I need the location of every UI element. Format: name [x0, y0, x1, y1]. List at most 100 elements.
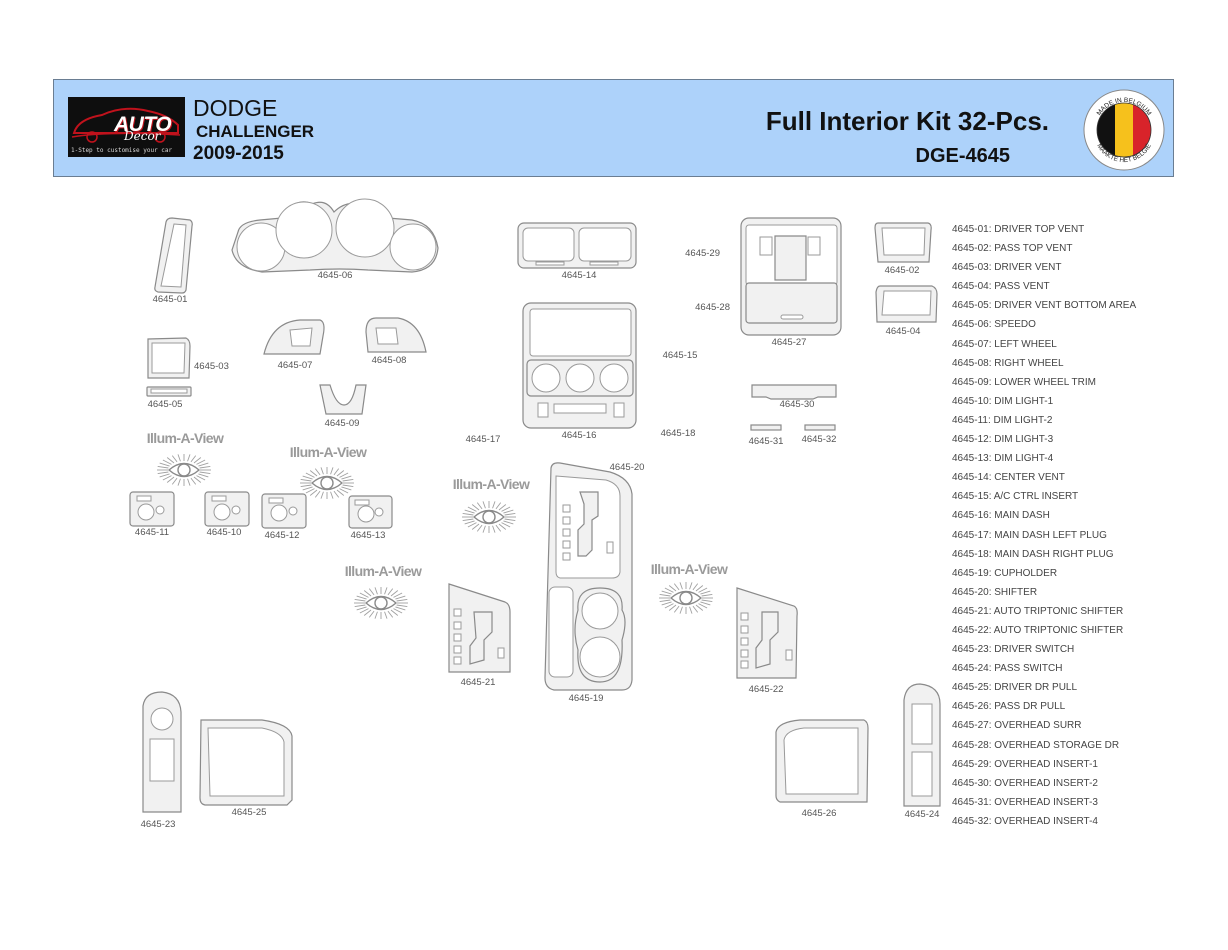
part-4645-24: [903, 683, 941, 807]
part-label-12: 4645-12: [265, 530, 300, 541]
part-4645-23: [142, 691, 182, 813]
part-4645-08: [365, 317, 427, 353]
part-4645-07: [263, 319, 325, 355]
legend-item: 4645-07: LEFT WHEEL: [952, 338, 1057, 350]
kit-code: DGE-4645: [915, 145, 1011, 167]
part-label-03: 4645-03: [194, 361, 229, 372]
part-label-04: 4645-04: [886, 326, 921, 337]
eye-icon: [659, 582, 713, 614]
vehicle-brand: DODGE: [193, 95, 278, 121]
part-4645-10: [204, 491, 250, 527]
part-4645-32: [804, 424, 836, 431]
legend-item: 4645-28: OVERHEAD STORAGE DR: [952, 739, 1120, 751]
part-label-27: 4645-27: [772, 337, 807, 348]
legend-item: 4645-02: PASS TOP VENT: [952, 243, 1073, 255]
part-4645-09: [319, 384, 367, 415]
legend-item: 4645-30: OVERHEAD INSERT-2: [952, 777, 1098, 789]
part-label-06: 4645-06: [318, 270, 353, 281]
part-label-22: 4645-22: [749, 684, 784, 695]
legend-item: 4645-29: OVERHEAD INSERT-1: [952, 758, 1098, 770]
legend-item: 4645-05: DRIVER VENT BOTTOM AREA: [952, 300, 1137, 312]
legend-item: 4645-23: DRIVER SWITCH: [952, 644, 1075, 656]
part-label-11: 4645-11: [135, 527, 169, 538]
part-4645-16: [522, 302, 637, 429]
part-4645-27: [740, 217, 842, 336]
part-label-30: 4645-30: [780, 399, 815, 410]
eye-icon: [354, 587, 408, 619]
part-label-08: 4645-08: [372, 355, 407, 366]
legend-item: 4645-03: DRIVER VENT: [952, 262, 1062, 274]
kit-title: Full Interior Kit 32-Pcs.: [765, 106, 1049, 136]
part-label-31: 4645-31: [749, 436, 784, 447]
legend-item: 4645-15: A/C CTRL INSERT: [952, 491, 1079, 503]
legend-item: 4645-20: SHIFTER: [952, 586, 1038, 598]
legend-item: 4645-13: DIM LIGHT-4: [952, 453, 1054, 465]
illum-a-view-label: Illum-A-View: [453, 476, 530, 492]
part-4645-25: [199, 719, 293, 806]
part-label-13: 4645-13: [351, 530, 386, 541]
legend-item: 4645-10: DIM LIGHT-1: [952, 395, 1054, 407]
part-4645-13: [348, 495, 393, 529]
part-4645-21: [448, 583, 511, 673]
part-4645-19: [548, 586, 626, 683]
part-label-20: 4645-20: [610, 462, 645, 473]
parts-diagram: 4645-01 4645-06 4645-14 4645-29 4645-28 …: [129, 198, 941, 830]
part-4645-30: [751, 384, 837, 400]
part-label-21: 4645-21: [461, 677, 496, 688]
part-4645-02: [874, 222, 932, 263]
part-label-07: 4645-07: [278, 360, 313, 371]
logo-text: AUTO: [114, 113, 172, 136]
part-label-01: 4645-01: [153, 294, 188, 305]
vehicle-model: CHALLENGER: [196, 122, 315, 141]
illum-a-view-label: Illum-A-View: [290, 444, 367, 460]
legend-item: 4645-18: MAIN DASH RIGHT PLUG: [952, 548, 1114, 560]
part-4645-31: [750, 424, 782, 431]
part-4645-05: [146, 386, 192, 397]
flag-black: [1097, 103, 1115, 157]
illum-a-view-label: Illum-A-View: [651, 561, 728, 577]
illum-a-view-label: Illum-A-View: [147, 430, 224, 446]
eye-icon: [462, 501, 516, 533]
legend-item: 4645-26: PASS DR PULL: [952, 701, 1066, 713]
legend-item: 4645-14: CENTER VENT: [952, 472, 1065, 484]
flag-red: [1133, 103, 1151, 157]
part-4645-04: [875, 285, 938, 323]
part-label-23: 4645-23: [141, 819, 176, 830]
legend-item: 4645-27: OVERHEAD SURR: [952, 720, 1082, 732]
part-label-25: 4645-25: [232, 807, 267, 818]
part-label-28: 4645-28: [695, 302, 730, 313]
part-label-02: 4645-02: [885, 265, 920, 276]
legend-item: 4645-16: MAIN DASH: [952, 510, 1050, 522]
part-4645-03: [147, 337, 191, 379]
legend-item: 4645-11: DIM LIGHT-2: [952, 414, 1053, 426]
part-label-26: 4645-26: [802, 808, 837, 819]
illum-a-view-label: Illum-A-View: [345, 563, 422, 579]
part-label-09: 4645-09: [325, 418, 360, 429]
legend-item: 4645-12: DIM LIGHT-3: [952, 434, 1054, 446]
legend-item: 4645-22: AUTO TRIPTONIC SHIFTER: [952, 624, 1124, 636]
belgium-flag-icon: [1097, 103, 1151, 157]
part-label-19: 4645-19: [569, 693, 604, 704]
part-label-18: 4645-18: [661, 428, 696, 439]
part-label-15: 4645-15: [663, 350, 698, 361]
eye-icon: [300, 467, 354, 499]
part-label-17: 4645-17: [466, 434, 501, 445]
part-4645-26: [775, 719, 869, 803]
legend-item: 4645-04: PASS VENT: [952, 281, 1050, 293]
header-banner: AUTO Decor 1-Step to customise your car …: [53, 79, 1174, 177]
legend-item: 4645-24: PASS SWITCH: [952, 663, 1063, 675]
part-label-10: 4645-10: [207, 527, 242, 538]
vehicle-years: 2009-2015: [193, 143, 284, 164]
part-4645-11: [129, 491, 175, 527]
part-label-14: 4645-14: [562, 270, 597, 281]
part-4645-06: [231, 198, 439, 273]
legend-item: 4645-31: OVERHEAD INSERT-3: [952, 796, 1098, 808]
part-4645-22: [736, 587, 798, 679]
autodecor-logo: AUTO Decor 1-Step to customise your car: [68, 97, 185, 157]
part-label-32: 4645-32: [802, 434, 837, 445]
legend-item: 4645-21: AUTO TRIPTONIC SHIFTER: [952, 605, 1124, 617]
part-label-29: 4645-29: [685, 248, 720, 259]
legend-item: 4645-32: OVERHEAD INSERT-4: [952, 815, 1098, 827]
made-in-belgium-badge: MADE IN BELGIUM MAAKTE HET BELGIË: [1083, 89, 1165, 171]
